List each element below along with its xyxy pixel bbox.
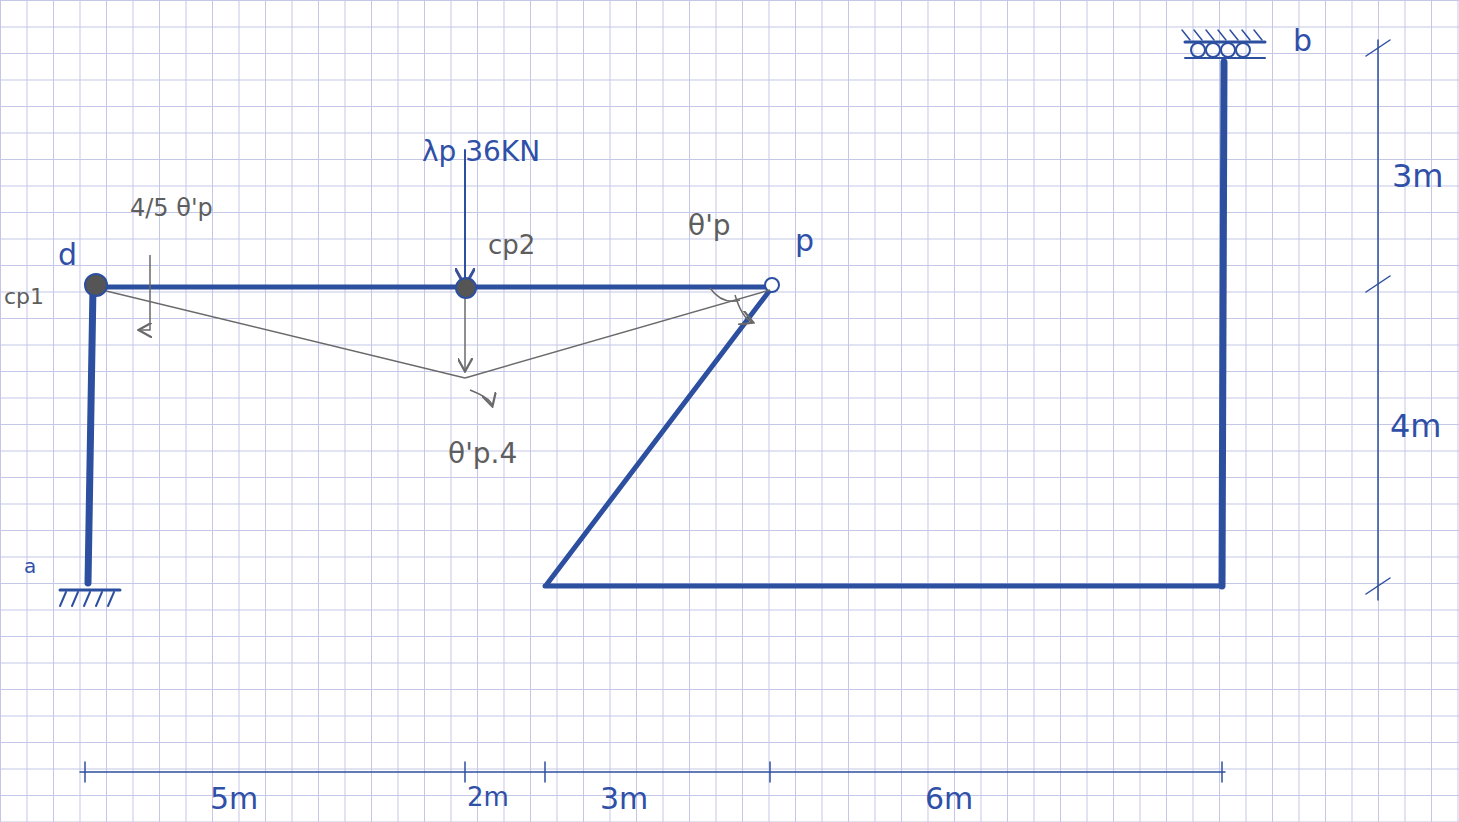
dimension: 3m bbox=[600, 784, 648, 814]
dimension: 5m bbox=[210, 784, 258, 814]
rotation-label: θ'p bbox=[688, 212, 731, 240]
rotation-label: θ'p.4 bbox=[448, 440, 517, 468]
node-name: a bbox=[24, 556, 36, 576]
point-name: cp2 bbox=[488, 232, 535, 258]
load-label: λp 36KN bbox=[422, 138, 540, 166]
dimension: 3m bbox=[1392, 160, 1444, 192]
dimension: 2m bbox=[467, 784, 509, 810]
point-name: cp1 bbox=[4, 286, 44, 308]
inclined-member bbox=[547, 290, 770, 584]
beam bbox=[95, 285, 770, 290]
support-name: b bbox=[1293, 26, 1312, 56]
dimension: 6m bbox=[925, 784, 973, 814]
column bbox=[88, 287, 93, 583]
bottom-member bbox=[545, 584, 1222, 589]
dimension: 4m bbox=[1390, 410, 1442, 442]
node-name: d bbox=[58, 240, 77, 270]
right-column bbox=[1222, 62, 1224, 586]
node-name: p bbox=[795, 226, 814, 256]
rotation-label: 4/5 θ'p bbox=[130, 196, 213, 220]
